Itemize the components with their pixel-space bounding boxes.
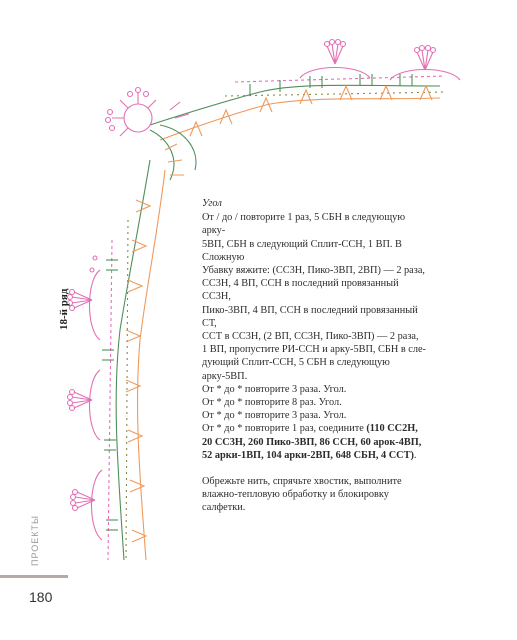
stitch-totals: (110 СС2Н, 20 СС3Н, 260 Пико-3ВП, 86 ССН…: [202, 423, 422, 461]
instruction-line: Убавку вяжите: (СС3Н, Пико-3ВП, 2ВП) — 2…: [202, 265, 425, 277]
top-border: [149, 38, 461, 141]
final-instruction-lead: От * до * повторите 1 раз, соедините: [202, 423, 367, 435]
footer-accent-bar: [0, 575, 68, 578]
instruction-line: От * до * повторите 3 раза. Угол.: [202, 383, 347, 395]
instruction-line: СС3Н, 4 ВП, ССН в последний провязанный …: [202, 278, 399, 303]
instruction-line: 1 ВП, пропустите РИ-ССН и арку-5ВП, СБН …: [202, 344, 426, 356]
closing-paragraph: Обрежьте нить, спрячьте хвостик, выполни…: [202, 476, 402, 514]
instruction-line: Пико-3ВП, 4 ВП, ССН в последний провязан…: [202, 304, 418, 329]
row-label: 18-й ряд: [58, 288, 70, 330]
instruction-line: ССТ в СС3Н, (2 ВП, СС3Н, Пико-3ВП) — 2 р…: [202, 331, 419, 343]
instruction-line: От * до * повторите 3 раза. Угол.: [202, 410, 347, 422]
instruction-line: дующий Сплит-ССН, 5 СБН в следующую арку…: [202, 357, 390, 382]
left-border: [66, 159, 166, 561]
instruction-line: От / до / повторите 1 раз, 5 СБН в следу…: [202, 212, 406, 237]
instructions-heading: Угол: [202, 198, 222, 209]
instruction-line: 5ВП, СБН в следующий Сплит-ССН, 1 ВП. В …: [202, 238, 402, 263]
final-instruction: От * до * повторите 1 раз, соедините (11…: [202, 422, 430, 462]
instructions-block: Угол От / до / повторите 1 раз, 5 СБН в …: [202, 197, 430, 515]
instruction-line: От * до * повторите 8 раз. Угол.: [202, 397, 342, 409]
paragraph-gap: [202, 462, 430, 475]
final-instruction-tail: .: [413, 449, 417, 461]
page-number: 180: [29, 589, 53, 605]
corner-motif: [104, 86, 197, 181]
section-label: ПРОЕКТЫ: [30, 515, 40, 566]
